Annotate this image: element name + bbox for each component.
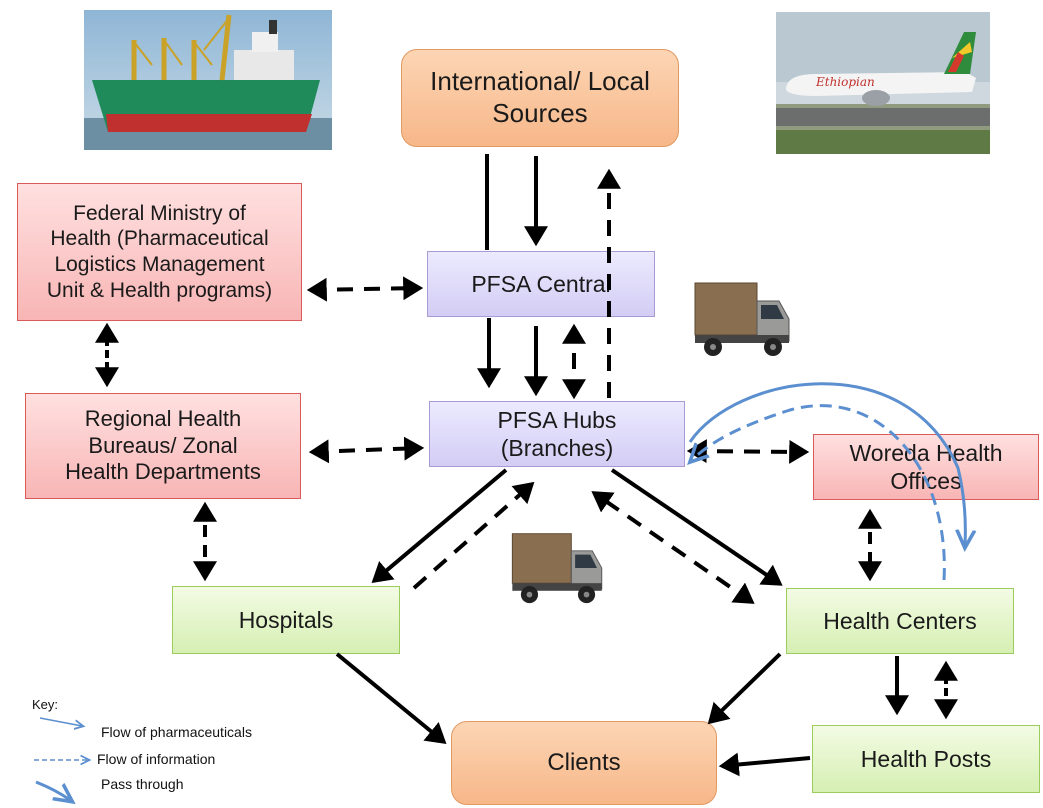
key-pharma-arrow bbox=[39, 717, 82, 726]
info-regional-hubs bbox=[308, 436, 425, 464]
international-local-sources-box: International/ Local Sources bbox=[401, 49, 679, 147]
pass-through-curve-solid bbox=[688, 382, 965, 545]
arrow-health-posts-to-clients bbox=[718, 752, 811, 777]
airplane-image: Ethiopian bbox=[776, 12, 990, 154]
arrow-health-centers-to-clients bbox=[707, 652, 782, 725]
clients-box: Clients bbox=[451, 721, 717, 805]
pass-through-curve-dashed bbox=[692, 404, 946, 581]
pfsa-central-box: PFSA Central bbox=[427, 251, 655, 317]
regional-health-bureaus-box: Regional Health Bureaus/ Zonal Health De… bbox=[25, 393, 301, 499]
key-title: Key: bbox=[32, 697, 59, 712]
info-hubs-woreda bbox=[686, 439, 810, 464]
health-posts-box: Health Posts bbox=[812, 725, 1040, 793]
truck-image-upper bbox=[694, 282, 790, 356]
key-pharma-label: Flow of pharmaceuticals bbox=[101, 724, 252, 740]
woreda-health-offices-box: Woreda Health Offices bbox=[813, 434, 1039, 500]
arrow-hospitals-to-clients bbox=[335, 652, 447, 745]
info-fmoh-central bbox=[306, 276, 424, 302]
info-health-centers-hubs bbox=[591, 491, 755, 604]
airline-logo-text: Ethiopian bbox=[815, 75, 875, 89]
hospitals-box: Hospitals bbox=[172, 586, 400, 654]
cargo-ship-image bbox=[84, 10, 332, 150]
arrow-hubs-to-hospitals bbox=[371, 468, 508, 584]
health-centers-box: Health Centers bbox=[786, 588, 1014, 654]
key-pass-label: Pass through bbox=[101, 776, 184, 792]
arrow-hubs-to-health-centers bbox=[610, 468, 783, 586]
pfsa-hubs-box: PFSA Hubs (Branches) bbox=[429, 401, 685, 467]
key-pass-through-arrow bbox=[35, 780, 70, 800]
key-info-label: Flow of information bbox=[97, 751, 216, 767]
federal-ministry-of-health-box: Federal Ministry of Health (Pharmaceutic… bbox=[17, 183, 302, 321]
